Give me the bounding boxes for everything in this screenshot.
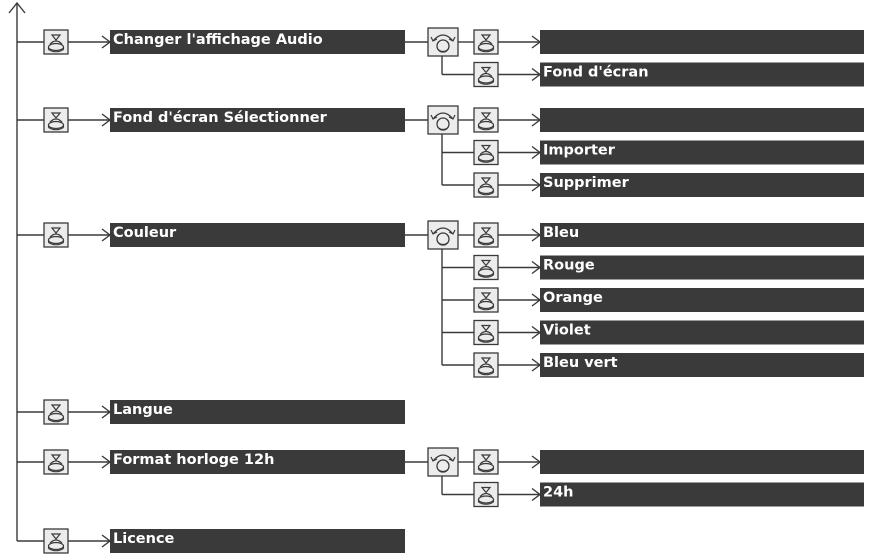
menu-2-option-1-label: Rouge (543, 258, 595, 274)
menu-item-4-label: Format horloge 12h (113, 452, 274, 468)
menu-item-1[interactable]: Fond d'écran Sélectionner (110, 108, 405, 132)
menu-1-option-2-label: Supprimer (543, 175, 630, 191)
press-select-knob-icon (43, 449, 69, 475)
press-select-knob-icon (43, 528, 69, 554)
menu-1-option-1-label: Importer (543, 143, 616, 159)
press-select-knob-icon (43, 222, 69, 248)
press-select-knob-icon (473, 172, 499, 198)
menu-item-4-bg (110, 450, 405, 474)
menu-item-2-bg (110, 223, 405, 247)
rotate-knob-icon (427, 447, 459, 477)
menu-4-option-1[interactable]: 24h (540, 482, 864, 507)
press-select-knob-icon (473, 139, 499, 166)
menu-2-option-3-bg (540, 320, 864, 345)
menu-4-option-0-bg (540, 450, 864, 474)
menu-2-option-2[interactable]: Orange (540, 288, 864, 312)
menu-1-option-1[interactable]: Importer (540, 140, 864, 165)
menu-1-option-1-bg (540, 140, 864, 165)
menu-0-option-1-bg (540, 62, 864, 87)
menu-item-4[interactable]: Format horloge 12h (110, 450, 405, 474)
menu-4-option-1-bg (540, 482, 864, 507)
menu-0-option-1[interactable]: Fond d'écran (540, 62, 864, 87)
menu-item-5-bg (110, 529, 405, 553)
menu-1-option-2-bg (540, 173, 864, 197)
menu-2-option-1-bg (540, 255, 864, 280)
menu-4-option-0[interactable] (540, 450, 864, 474)
menu-1-option-2[interactable]: Supprimer (540, 173, 864, 197)
menu-item-2[interactable]: Couleur (110, 223, 405, 247)
menu-2-option-2-label: Orange (543, 290, 603, 306)
press-select-knob-icon (473, 481, 499, 508)
menu-item-3-label: Langue (113, 402, 173, 418)
menu-item-5-label: Licence (113, 531, 175, 547)
press-select-knob-icon (473, 29, 499, 55)
press-select-knob-icon (473, 107, 499, 133)
menu-1-option-0-bg (540, 108, 864, 132)
menu-2-option-3-label: Violet (543, 323, 591, 339)
menu-2-option-4-label: Bleu vert (543, 355, 618, 371)
rotate-knob-icon (427, 27, 459, 57)
menu-2-option-0[interactable]: Bleu (540, 223, 864, 247)
menu-item-0[interactable]: Changer l'affichage Audio (110, 30, 405, 54)
trunk-arrow-head (8, 1, 26, 14)
menu-2-option-0-bg (540, 223, 864, 247)
menu-item-0-label: Changer l'affichage Audio (113, 32, 323, 48)
menu-2-option-0-label: Bleu (543, 225, 579, 241)
press-select-knob-icon (473, 352, 499, 378)
press-select-knob-icon (473, 287, 499, 313)
menu-item-1-label: Fond d'écran Sélectionner (113, 110, 328, 126)
menu-item-2-label: Couleur (113, 225, 177, 241)
press-select-knob-icon (473, 61, 499, 88)
rotate-knob-icon (427, 220, 459, 250)
menu-0-option-0-bg (540, 30, 864, 54)
rotate-knob-icon (427, 105, 459, 135)
menu-item-5[interactable]: Licence (110, 529, 405, 553)
menu-2-option-1[interactable]: Rouge (540, 255, 864, 280)
menu-2-option-2-bg (540, 288, 864, 312)
press-select-knob-icon (43, 29, 69, 55)
menu-2-option-4[interactable]: Bleu vert (540, 353, 864, 377)
press-select-knob-icon (473, 319, 499, 346)
menu-item-1-bg (110, 108, 405, 132)
press-select-knob-icon (43, 107, 69, 133)
press-select-knob-icon (43, 399, 69, 425)
menu-0-option-1-label: Fond d'écran (543, 65, 649, 81)
press-select-knob-icon (473, 222, 499, 248)
menu-2-option-4-bg (540, 353, 864, 377)
menu-1-option-0[interactable] (540, 108, 864, 132)
press-select-knob-icon (473, 254, 499, 281)
menu-2-option-3[interactable]: Violet (540, 320, 864, 345)
menu-item-3[interactable]: Langue (110, 400, 405, 424)
press-select-knob-icon (473, 449, 499, 475)
menu-0-option-0[interactable] (540, 30, 864, 54)
menu-4-option-1-label: 24h (543, 485, 574, 501)
menu-item-3-bg (110, 400, 405, 424)
menu-item-0-bg (110, 30, 405, 54)
